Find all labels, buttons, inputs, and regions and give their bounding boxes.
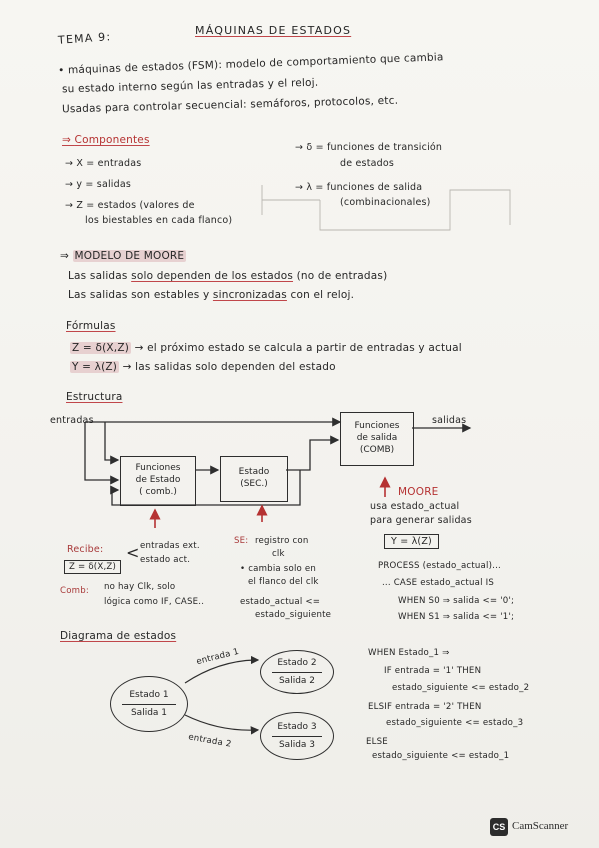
se-text-2: clk (272, 549, 285, 559)
code-line-5: estado_siguiente <= estado_3 (386, 718, 524, 728)
recibe-item-2: estado act. (140, 555, 191, 565)
code-line-1: WHEN Estado_1 ⇒ (368, 648, 450, 658)
se-text-5: estado_actual <= (240, 597, 321, 607)
se-text-6: estado_siguiente (255, 610, 332, 620)
process-line-4: WHEN S1 ⇒ salida <= '1'; (398, 612, 515, 622)
componentes-heading: ⇒ Componentes (62, 134, 150, 146)
moore-label: MOORE (398, 486, 439, 498)
estructura-heading: Estructura (66, 391, 123, 403)
moore-heading: ⇒ MODELO DE MOORE (60, 250, 187, 262)
diagrama-heading: Diagrama de estados (60, 630, 177, 642)
formulas-heading: Fórmulas (66, 320, 116, 332)
comp-right-3: → λ = funciones de salida (295, 182, 423, 193)
comb-label: Comb: (60, 586, 89, 596)
comp-left-3: → Z = estados (valores de (65, 200, 195, 211)
intro-line-3: Usadas para controlar secuencial: semáfo… (61, 94, 399, 116)
code-line-6: ELSE (366, 737, 388, 747)
label-salidas: salidas (432, 415, 467, 426)
camscanner-logo-icon: CS (490, 818, 508, 836)
recibe-label: Recibe: (67, 544, 104, 555)
code-line-4: ELSIF entrada = '2' THEN (368, 702, 482, 712)
recibe-formula: Z = δ(X,Z) (64, 560, 122, 575)
comp-left-4: los biestables en cada flanco) (85, 215, 233, 226)
process-line-3: WHEN S0 ⇒ salida <= '0'; (398, 596, 515, 606)
transition-1: entrada 1 (195, 646, 241, 668)
intro-line-2: su estado interno según las entradas y e… (61, 76, 319, 96)
se-text-3: • cambia solo en (240, 564, 317, 574)
box-estado-sec: Estado (SEC.) (220, 456, 288, 502)
moore-note-1: usa estado_actual (370, 501, 460, 512)
process-line-2: ... CASE estado_actual IS (382, 578, 495, 588)
comp-right-1: → δ = funciones de transición (295, 142, 443, 153)
code-line-7: estado_siguiente <= estado_1 (372, 751, 510, 761)
camscanner-brand: CamScanner (512, 820, 569, 832)
process-line-1: PROCESS (estado_actual)... (378, 561, 501, 571)
comp-left-1: → X = entradas (65, 158, 142, 169)
formula-2: Y = λ(Z) → las salidas solo dependen del… (70, 361, 336, 373)
moore-line-2: Las salidas son estables y sincronizadas… (68, 289, 355, 301)
code-line-2: IF entrada = '1' THEN (384, 666, 482, 676)
comb-text-2: lógica como IF, CASE.. (104, 597, 205, 607)
se-text-4: el flanco del clk (248, 577, 319, 587)
box-funciones-salida: Funciones de salida (COMB) (340, 412, 414, 466)
formula-1: Z = δ(X,Z) → el próximo estado se calcul… (70, 342, 462, 354)
intro-line-1: • máquinas de estados (FSM): modelo de c… (57, 51, 444, 77)
box-funciones-estado: Funciones de Estado ( comb.) (120, 456, 196, 506)
comb-text-1: no hay Clk, solo (104, 582, 176, 592)
moore-line-1: Las salidas solo dependen de los estados… (68, 270, 388, 282)
transition-2: entrada 2 (187, 732, 233, 750)
se-label: SE: (234, 536, 249, 546)
recibe-brace: < (126, 543, 140, 562)
topic-label: TEMA 9: (57, 30, 112, 47)
label-entradas: entradas (50, 415, 94, 426)
comp-right-4: (combinacionales) (340, 197, 431, 208)
se-text-1: registro con (255, 536, 309, 546)
moore-note-2: para generar salidas (370, 515, 472, 526)
comp-right-2: de estados (340, 158, 395, 169)
comp-left-2: → y = salidas (65, 179, 132, 190)
recibe-item-1: entradas ext. (140, 541, 200, 551)
page-title: MÁQUINAS DE ESTADOS (195, 24, 352, 37)
code-line-3: estado_siguiente <= estado_2 (392, 683, 530, 693)
moore-formula: Y = λ(Z) (384, 534, 439, 550)
